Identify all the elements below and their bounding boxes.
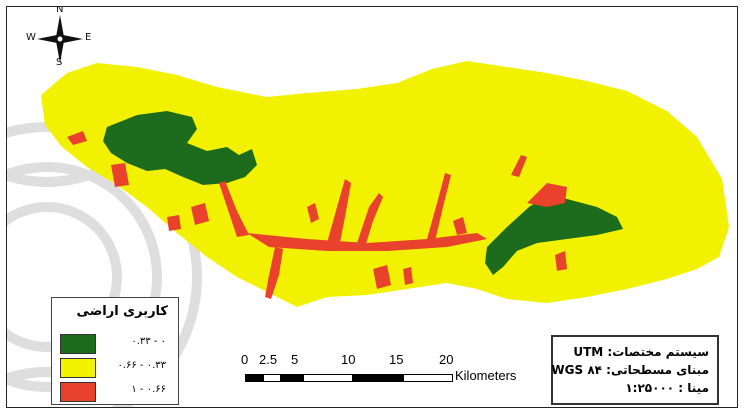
map-canvas <box>7 61 729 407</box>
scale-segment-5 <box>353 374 403 382</box>
legend-item-low: ۰ - ۰.۳۳ <box>60 334 170 354</box>
east-label: E <box>85 32 92 43</box>
legend-swatch-low <box>60 334 96 354</box>
scale-tick-5: 5 <box>291 352 299 367</box>
zone-low-west <box>103 111 257 185</box>
legend-swatch-high <box>60 382 96 402</box>
legend-item-high: ۰.۶۶ - ۱ <box>60 382 170 402</box>
map-frame: N S W E کاربری اراضی ۰ - ۰.۳۳ ۰.۳۳ - ۰.۶… <box>6 6 738 408</box>
north-label: N <box>56 6 64 15</box>
legend-swatch-mid <box>60 358 96 378</box>
scale-tick-20: 20 <box>439 352 454 367</box>
map-info-box: سیستم مختصات: UTM مبنای مسطحاتی: WGS ۸۴ … <box>551 335 719 405</box>
legend-title: کاربری اراضی <box>76 304 168 319</box>
compass-rose-icon <box>37 15 83 63</box>
zone-high-network <box>67 131 567 299</box>
north-arrow: N S W E <box>25 7 95 69</box>
south-label: S <box>56 57 63 68</box>
legend-item-mid: ۰.۳۳ - ۰.۶۶ <box>60 358 170 378</box>
scale-segment-2 <box>263 374 281 382</box>
scale-segment-6 <box>403 374 453 382</box>
scale-segment-4 <box>303 374 353 382</box>
scale-tick-15: 15 <box>389 352 404 367</box>
scale-segment-3 <box>281 374 303 382</box>
coord-system-label: سیستم مختصات: UTM <box>573 345 709 359</box>
scale-tick-10: 10 <box>341 352 356 367</box>
scale-unit: Kilometers <box>455 368 517 383</box>
west-label: W <box>26 32 36 43</box>
scale-segment-1 <box>245 374 263 382</box>
map-legend: کاربری اراضی ۰ - ۰.۳۳ ۰.۳۳ - ۰.۶۶ ۰.۶۶ -… <box>51 297 179 405</box>
zone-low-east <box>485 195 623 275</box>
legend-label-high: ۰.۶۶ - ۱ <box>131 384 166 395</box>
map-scale-label: مینا : ۱:۲۵۰۰۰ <box>625 381 709 395</box>
legend-label-low: ۰ - ۰.۳۳ <box>131 336 166 347</box>
scale-tick-2-5: 2.5 <box>259 352 278 367</box>
datum-label: مبنای مسطحاتی: WGS ۸۴ <box>551 363 709 377</box>
catchment-area <box>41 61 729 307</box>
scale-tick-0: 0 <box>241 352 249 367</box>
legend-label-mid: ۰.۳۳ - ۰.۶۶ <box>117 360 166 371</box>
scale-bar: 0 2.5 5 10 15 20 Kilometers <box>237 352 537 392</box>
